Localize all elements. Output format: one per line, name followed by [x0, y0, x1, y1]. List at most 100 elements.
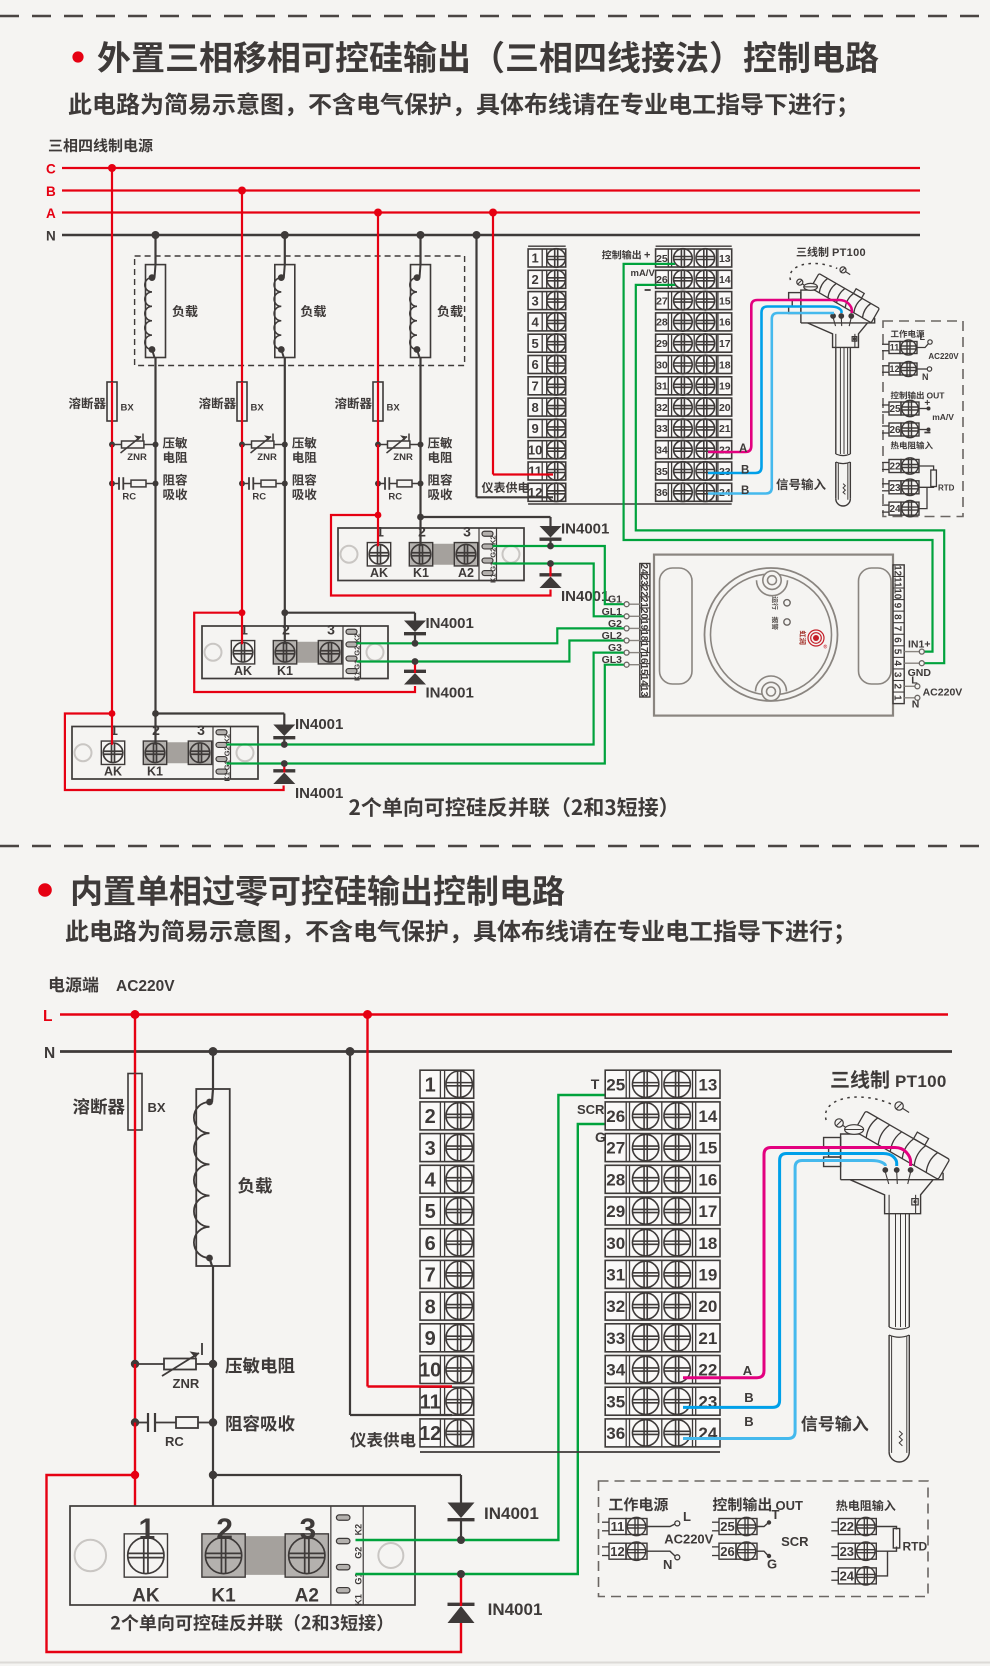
svg-text:K1: K1 — [354, 1594, 364, 1606]
svg-text:PT100: PT100 — [832, 247, 866, 259]
svg-text:ZNR: ZNR — [257, 452, 277, 463]
svg-text:ZNR: ZNR — [173, 1376, 200, 1391]
svg-text:G1: G1 — [489, 562, 498, 572]
svg-text:L: L — [683, 1509, 691, 1524]
svg-text:35: 35 — [656, 466, 668, 478]
svg-text:6: 6 — [425, 1233, 436, 1255]
svg-text:ZNR: ZNR — [393, 452, 413, 463]
svg-text:N: N — [46, 229, 56, 244]
svg-text:RC: RC — [388, 492, 402, 503]
svg-text:GL3: GL3 — [602, 654, 623, 666]
svg-text:AC220V: AC220V — [923, 687, 963, 699]
svg-text:RC: RC — [252, 492, 266, 503]
svg-text:GL2: GL2 — [602, 630, 623, 642]
svg-text:4: 4 — [532, 315, 540, 330]
svg-text:18: 18 — [698, 1234, 717, 1253]
svg-text:G2: G2 — [489, 548, 498, 558]
svg-text:RTD: RTD — [903, 1540, 928, 1554]
svg-text:26: 26 — [656, 274, 668, 286]
svg-text:G2: G2 — [608, 618, 622, 630]
svg-text:AC220V: AC220V — [116, 978, 175, 995]
svg-text:G1: G1 — [223, 760, 232, 770]
svg-text:IN4001: IN4001 — [295, 716, 343, 733]
svg-text:BX: BX — [121, 403, 135, 414]
svg-text:32: 32 — [606, 1297, 625, 1316]
svg-text:22: 22 — [840, 1519, 854, 1534]
svg-text:29: 29 — [606, 1202, 625, 1221]
svg-text:N: N — [44, 1045, 55, 1062]
svg-text:17: 17 — [719, 338, 731, 350]
svg-text:1: 1 — [110, 722, 118, 738]
svg-text:5: 5 — [892, 649, 903, 655]
svg-text:B: B — [46, 184, 56, 199]
svg-text:C: C — [46, 162, 56, 177]
svg-text:2: 2 — [282, 622, 290, 638]
svg-text:RTD: RTD — [938, 484, 955, 493]
svg-text:N: N — [912, 699, 920, 711]
svg-text:34: 34 — [606, 1361, 625, 1380]
svg-text:14: 14 — [719, 274, 731, 286]
svg-text:11: 11 — [528, 464, 542, 479]
svg-text:5: 5 — [532, 336, 539, 351]
svg-text:IN4001: IN4001 — [488, 1600, 543, 1619]
svg-text:27: 27 — [606, 1139, 625, 1158]
svg-text:G2: G2 — [354, 1547, 364, 1559]
svg-text:10: 10 — [419, 1360, 441, 1382]
svg-text:16: 16 — [698, 1170, 717, 1189]
svg-text:B: B — [744, 1414, 753, 1429]
svg-text:20: 20 — [698, 1297, 717, 1316]
svg-text:2: 2 — [425, 1106, 436, 1128]
svg-text:11: 11 — [892, 577, 903, 588]
svg-text:G1: G1 — [354, 1573, 364, 1585]
svg-text:22: 22 — [638, 586, 649, 598]
svg-text:4: 4 — [892, 660, 903, 666]
svg-text:IN1+: IN1+ — [908, 639, 930, 651]
svg-text:16: 16 — [719, 317, 731, 329]
svg-text:K2: K2 — [223, 734, 232, 744]
svg-text:21: 21 — [698, 1329, 717, 1348]
svg-text:24: 24 — [889, 504, 901, 515]
svg-text:13: 13 — [698, 1075, 717, 1094]
svg-text:T: T — [591, 1076, 600, 1092]
svg-text:10: 10 — [892, 588, 903, 600]
svg-text:25: 25 — [889, 404, 901, 415]
svg-text:22: 22 — [698, 1361, 717, 1380]
svg-text:B: B — [741, 465, 749, 477]
svg-text:BX: BX — [148, 1100, 166, 1115]
svg-text:23: 23 — [638, 575, 649, 587]
svg-text:33: 33 — [606, 1329, 625, 1348]
svg-text:2: 2 — [216, 1513, 233, 1546]
svg-text:28: 28 — [656, 317, 668, 329]
svg-text:AC220V: AC220V — [928, 352, 959, 361]
svg-text:1: 1 — [376, 524, 384, 540]
svg-text:G1: G1 — [353, 660, 362, 670]
svg-text:13: 13 — [638, 686, 649, 698]
svg-text:3: 3 — [197, 722, 205, 738]
svg-text:33: 33 — [656, 423, 668, 435]
svg-text:17: 17 — [638, 641, 649, 653]
svg-text:A2: A2 — [458, 566, 474, 580]
svg-text:K1: K1 — [353, 671, 362, 681]
svg-text:1: 1 — [139, 1513, 156, 1546]
svg-text:1: 1 — [532, 251, 539, 266]
svg-text:BX: BX — [387, 403, 401, 414]
svg-text:AK: AK — [104, 765, 122, 779]
svg-text:10: 10 — [528, 442, 542, 457]
svg-text:18: 18 — [719, 359, 731, 371]
svg-text:20: 20 — [638, 608, 649, 620]
svg-text:T: T — [772, 1507, 780, 1522]
svg-text:15: 15 — [638, 664, 649, 676]
svg-text:16: 16 — [638, 652, 649, 664]
svg-text:OUT: OUT — [927, 391, 946, 401]
svg-text:7: 7 — [532, 378, 539, 393]
svg-text:RC: RC — [122, 492, 136, 503]
svg-text:2: 2 — [532, 272, 539, 287]
svg-text:13: 13 — [719, 253, 731, 265]
svg-text:3: 3 — [425, 1138, 436, 1160]
svg-text:B: B — [744, 1390, 753, 1405]
svg-text:3: 3 — [463, 524, 471, 540]
svg-text:IN4001: IN4001 — [426, 615, 474, 632]
svg-text:28: 28 — [606, 1170, 625, 1189]
svg-text:1: 1 — [425, 1074, 436, 1096]
svg-text:25: 25 — [606, 1075, 625, 1094]
